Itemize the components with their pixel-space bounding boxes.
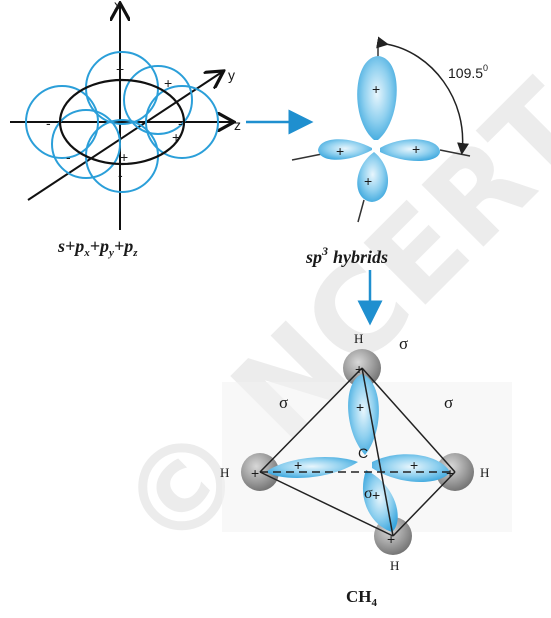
methane-molecule: + + + + + + + + C H H H H σ σ σ σ CH4 — [220, 331, 512, 609]
hybrid-axis-bottom — [357, 199, 365, 223]
methane-formula: CH4 — [346, 587, 378, 609]
sign-minus-left: - — [46, 115, 51, 131]
sign-minus-hidden: - — [178, 115, 183, 131]
ch4-sign-left-h: + — [251, 465, 259, 481]
hybrid-sign-right: + — [412, 141, 420, 157]
sign-plus-top: + — [116, 61, 124, 77]
ch4-sign-top-h: + — [355, 361, 363, 377]
y-axis-label: y — [228, 67, 235, 83]
edge-left-bottom — [259, 471, 394, 537]
bond-angle-arc — [376, 36, 469, 155]
hybrid-lobe-right — [380, 139, 440, 161]
s-orbital — [58, 78, 186, 166]
ch4-sign-bottom-c: + — [372, 487, 380, 503]
orbital-set-caption: s+px+py+pz — [57, 236, 138, 259]
sign-minus-bottom: - — [118, 167, 123, 183]
carbon-label: C — [358, 445, 368, 461]
py-lobe-back — [123, 65, 193, 135]
edge-top-bottom — [361, 367, 394, 537]
ch4-sign-left-c: + — [294, 457, 302, 473]
ch4-sign-right-h: + — [446, 465, 454, 481]
orbital-outlines — [25, 51, 219, 193]
ch4-lobe-right — [372, 454, 450, 483]
edge-top-right — [361, 367, 456, 473]
sign-plus-center: + — [120, 149, 128, 165]
hybrid-lobe-bottom — [357, 152, 389, 202]
ch4-lobe-top — [348, 374, 379, 455]
x-axis-label: x — [114, 0, 121, 13]
bond-angle-label: 109.50 — [448, 63, 488, 81]
sigma-label-left: σ — [279, 393, 288, 412]
sigma-label-center: σ — [364, 485, 373, 502]
hybrid-lobe-left — [318, 139, 372, 160]
sigma-label-right: σ — [444, 393, 453, 412]
sign-minus-front: - — [66, 149, 71, 165]
ch4-sign-top-c: + — [356, 399, 364, 415]
sigma-label-top-right: σ — [399, 334, 408, 353]
py-lobe-front — [51, 109, 121, 179]
y-axis — [27, 72, 222, 201]
hybrid-lobe-top — [357, 56, 397, 140]
hybrid-axis-left — [291, 153, 323, 161]
pz-lobe-right — [145, 85, 219, 159]
sign-plus-back: + — [164, 75, 172, 91]
ch4-sign-right-c: + — [410, 457, 418, 473]
hybrid-sign-top: + — [372, 81, 380, 97]
hydrogen-label-right: H — [480, 465, 489, 480]
edge-top-left — [259, 367, 363, 473]
hybrid-sign-left: + — [336, 143, 344, 159]
ch4-sign-bottom-h: + — [387, 531, 395, 547]
orbital-set: x y z + + + + - - - - s+px+py+pz — [10, 0, 241, 259]
sign-plus-right: + — [172, 129, 180, 145]
edge-right-bottom — [392, 471, 456, 537]
hybrid-sign-bottom: + — [364, 173, 372, 189]
hydrogen-label-left: H — [220, 465, 229, 480]
tetrahedron-edges — [259, 367, 456, 537]
pz-lobe-left — [25, 85, 99, 159]
hydrogen-label-top: H — [354, 331, 363, 346]
z-axis-label: z — [234, 117, 241, 133]
hydrogen-label-bottom: H — [390, 558, 399, 573]
